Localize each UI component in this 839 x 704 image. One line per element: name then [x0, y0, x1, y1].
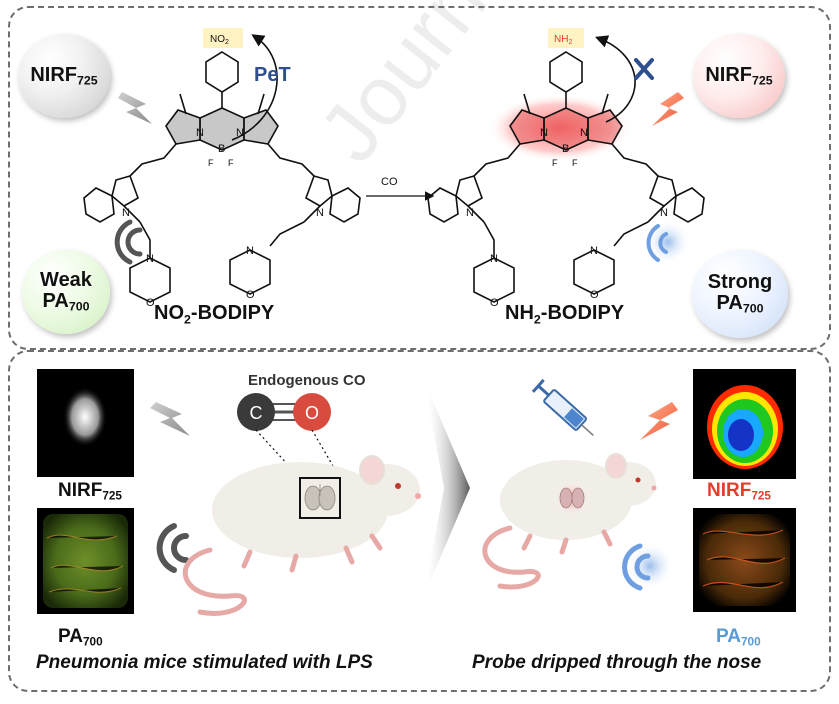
co-molecule-icon: C O — [237, 393, 331, 431]
no2-bodipy-label: NO2-BODIPY — [154, 302, 275, 327]
pa-wave-icon-gray — [114, 219, 143, 265]
svg-text:N: N — [466, 207, 474, 219]
pa-image-strong — [693, 508, 796, 612]
svg-text:N: N — [490, 253, 498, 265]
co-arrow-label: CO — [381, 176, 398, 188]
svg-text:F: F — [208, 158, 214, 168]
transition-arrow-icon — [424, 380, 470, 596]
nirf-off-circle: NIRF725 — [18, 34, 110, 118]
svg-text:N: N — [590, 245, 598, 257]
svg-text:O: O — [305, 403, 319, 423]
nh2-bodipy-atom-labels: N N B F F N N N O N O — [466, 127, 668, 309]
caption-probe: Probe dripped through the nose — [472, 652, 762, 673]
svg-text:B: B — [218, 143, 225, 155]
pa-wave-icon-blue — [646, 220, 690, 264]
syringe-icon — [531, 378, 594, 436]
svg-text:N: N — [660, 207, 668, 219]
svg-text:O: O — [590, 289, 599, 301]
svg-text:N: N — [246, 245, 254, 257]
nirf-left-label: NIRF725 — [58, 480, 122, 503]
svg-text:F: F — [572, 158, 578, 168]
pa-wave-icon-blue-bottom — [622, 542, 674, 591]
svg-text:F: F — [552, 158, 558, 168]
blocked-pet-cross-icon — [634, 58, 654, 80]
mouse-illustration-right — [482, 453, 657, 590]
mouse-illustration-left — [182, 455, 421, 616]
lightning-bolt-icon-gray-bottom — [150, 402, 190, 436]
pa-left-label: PA700 — [58, 626, 103, 649]
nirf-image-weak — [37, 369, 134, 477]
no2-bodipy-atom-labels: N N B F F N N N O N O — [122, 127, 324, 309]
nirf-image-strong — [693, 369, 796, 479]
svg-text:O: O — [246, 289, 255, 301]
nirf-off-label: NIRF725 — [30, 63, 98, 88]
svg-text:N: N — [122, 207, 130, 219]
strong-pa-line1: Strong — [707, 270, 773, 293]
caption-pneumonia: Pneumonia mice stimulated with LPS — [36, 652, 373, 673]
no2-bodipy-structure — [83, 28, 361, 303]
svg-text:N: N — [580, 127, 588, 139]
svg-text:N: N — [196, 127, 204, 139]
no2-group-label: NO2 — [210, 34, 229, 46]
top-panel — [8, 6, 831, 350]
endogenous-co-label: Endogenous CO — [248, 372, 366, 389]
weak-pa-line1: Weak — [40, 268, 92, 291]
svg-text:B: B — [562, 143, 569, 155]
pa-wave-icon-gray-bottom — [156, 523, 189, 573]
nh2-bodipy-label: NH2-BODIPY — [505, 302, 625, 327]
weak-pa-line2: PA700 — [42, 290, 90, 314]
strong-pa-line2: PA700 — [716, 292, 764, 316]
svg-text:C: C — [250, 403, 263, 423]
nirf-right-label: NIRF725 — [707, 480, 771, 503]
lightning-bolt-icon-red — [652, 92, 684, 126]
svg-text:N: N — [316, 207, 324, 219]
svg-text:N: N — [236, 127, 244, 139]
nh2-bodipy-structure — [427, 28, 705, 303]
lightning-bolt-icon-red-bottom — [640, 402, 678, 440]
nh2-group-label: NH2 — [554, 34, 572, 46]
pet-label: PeT — [254, 64, 291, 86]
lightning-bolt-icon-gray — [118, 92, 152, 124]
nirf-on-circle: NIRF725 — [693, 34, 785, 118]
strong-pa-circle: Strong PA700 — [692, 250, 788, 338]
svg-text:N: N — [540, 127, 548, 139]
svg-text:N: N — [146, 253, 154, 265]
pa-image-weak — [37, 508, 134, 614]
svg-text:O: O — [490, 297, 499, 309]
weak-pa-circle: Weak PA700 — [22, 250, 110, 334]
nirf-on-label: NIRF725 — [705, 63, 773, 88]
bottom-panel — [8, 350, 831, 692]
svg-text:O: O — [146, 297, 155, 309]
svg-text:F: F — [228, 158, 234, 168]
pa-right-label: PA700 — [716, 626, 761, 649]
